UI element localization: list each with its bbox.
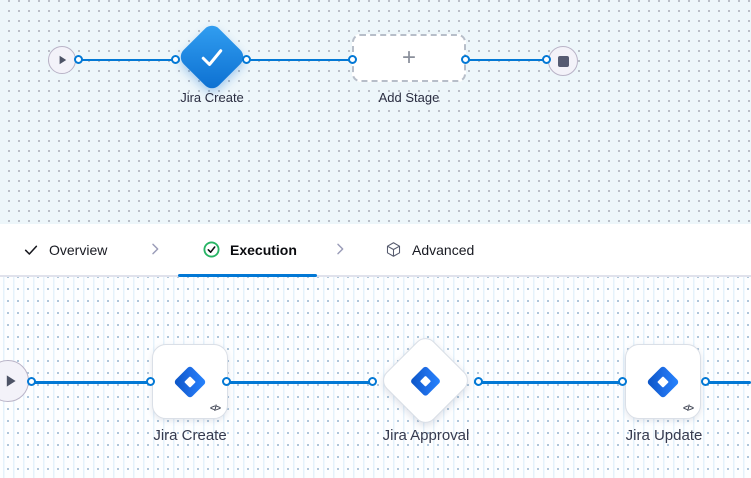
- cube-icon: [386, 242, 401, 257]
- connector-port: [27, 377, 36, 386]
- tab-execution[interactable]: Execution: [203, 224, 297, 275]
- chevron-right-icon: [152, 243, 159, 255]
- connector-port: [474, 377, 483, 386]
- play-icon: [59, 55, 67, 65]
- check-icon: [24, 245, 38, 255]
- add-stage-button[interactable]: +: [352, 34, 466, 82]
- tab-advanced[interactable]: Advanced: [385, 224, 474, 275]
- jira-icon: [174, 366, 206, 397]
- connector-port: [348, 55, 357, 64]
- check-circle-icon: [203, 241, 220, 258]
- start-node[interactable]: [48, 46, 76, 74]
- connector-line: [466, 59, 547, 61]
- tab-label: Overview: [49, 241, 108, 258]
- tab-label: Execution: [230, 241, 297, 258]
- connector-port: [74, 55, 83, 64]
- step-label: Jira Approval: [382, 427, 470, 444]
- stage-config-tabbar: Overview Execution Advanced: [0, 224, 751, 277]
- plus-icon: +: [401, 44, 416, 71]
- connector-port: [618, 377, 627, 386]
- connector-port: [701, 377, 710, 386]
- tab-label: Advanced: [412, 241, 475, 258]
- check-icon: [201, 49, 223, 66]
- approval-node-jira-approval[interactable]: [378, 333, 473, 428]
- jira-icon: [647, 366, 679, 397]
- execution-canvas[interactable]: </> Jira Create Jira Approval: [0, 277, 751, 478]
- connector-line: [474, 381, 625, 384]
- connector-port: [542, 55, 551, 64]
- chevron-right-icon: [337, 243, 344, 255]
- connector-port: [461, 55, 470, 64]
- stage-label: Jira Create: [180, 90, 244, 105]
- step-node-jira-create[interactable]: </>: [152, 344, 228, 419]
- active-tab-underline: [178, 274, 317, 277]
- jira-icon: [411, 366, 440, 395]
- connector-port: [146, 377, 155, 386]
- connector-line: [247, 59, 353, 61]
- connector-line: [78, 59, 176, 61]
- connector-line: [28, 381, 152, 384]
- connector-port: [171, 55, 180, 64]
- connector-line: [224, 381, 376, 384]
- connector-port: [242, 55, 251, 64]
- connector-port: [368, 377, 377, 386]
- code-badge: </>: [209, 403, 221, 413]
- stage-canvas[interactable]: Jira Create + Add Stage: [0, 0, 751, 224]
- start-node[interactable]: [0, 360, 29, 402]
- connector-port: [222, 377, 231, 386]
- step-label: Jira Create: [153, 427, 227, 444]
- code-badge: </>: [682, 403, 694, 413]
- stop-icon: [557, 55, 569, 67]
- step-node-jira-update[interactable]: </>: [625, 344, 701, 419]
- stage-node-jira-create[interactable]: [176, 21, 248, 93]
- end-node[interactable]: [548, 46, 578, 76]
- play-icon: [6, 375, 16, 387]
- connector-line: [702, 381, 751, 384]
- add-stage-label: Add Stage: [378, 90, 440, 105]
- tab-overview[interactable]: Overview: [23, 224, 107, 275]
- step-label: Jira Update: [625, 427, 703, 444]
